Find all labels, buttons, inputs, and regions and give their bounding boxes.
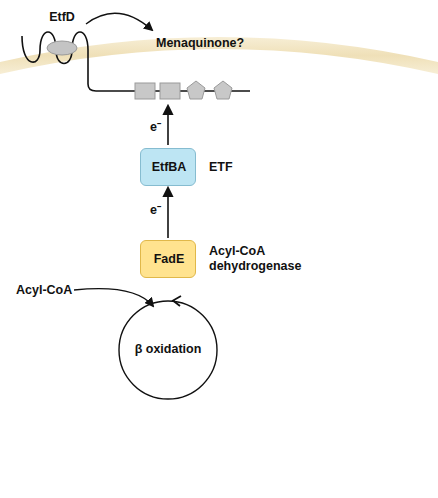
domain-rect <box>135 83 155 99</box>
domain-rect <box>160 83 180 99</box>
node-name: EtfBA <box>141 160 197 175</box>
protein-ellipse-shape <box>47 41 77 55</box>
node-annotation: ETF <box>209 160 269 175</box>
node-name: β oxidation <box>118 342 218 357</box>
cycle-circle-shape <box>119 301 217 399</box>
membrane-band <box>0 37 438 74</box>
free-label: e⁻ <box>150 120 161 135</box>
free-label: Acyl-CoA <box>16 283 72 298</box>
transmembrane-chain <box>22 32 134 91</box>
cycle-circle: β oxidation <box>118 300 218 400</box>
node-annotation: Acyl-CoA dehydrogenase <box>209 244 309 274</box>
edge-label: e⁻ <box>150 203 161 218</box>
menaquinone-arrow <box>86 13 152 30</box>
substrate-arrow <box>74 289 153 306</box>
electron-transfer-arrow <box>167 188 169 238</box>
protein-ellipse-outline <box>46 40 78 56</box>
electron-arrow <box>167 106 169 145</box>
node-name: EtfD <box>32 10 92 25</box>
node-name: FadE <box>141 252 197 267</box>
free-label: Menaquinone? <box>156 36 244 51</box>
domain-pentagon <box>214 81 232 99</box>
domain-pentagon <box>187 81 205 99</box>
protein-box: FadEAcyl-CoA dehydrogenase <box>140 240 196 278</box>
protein-box: EtfBAETF <box>140 148 196 186</box>
protein-ellipse: EtfD <box>46 40 78 56</box>
